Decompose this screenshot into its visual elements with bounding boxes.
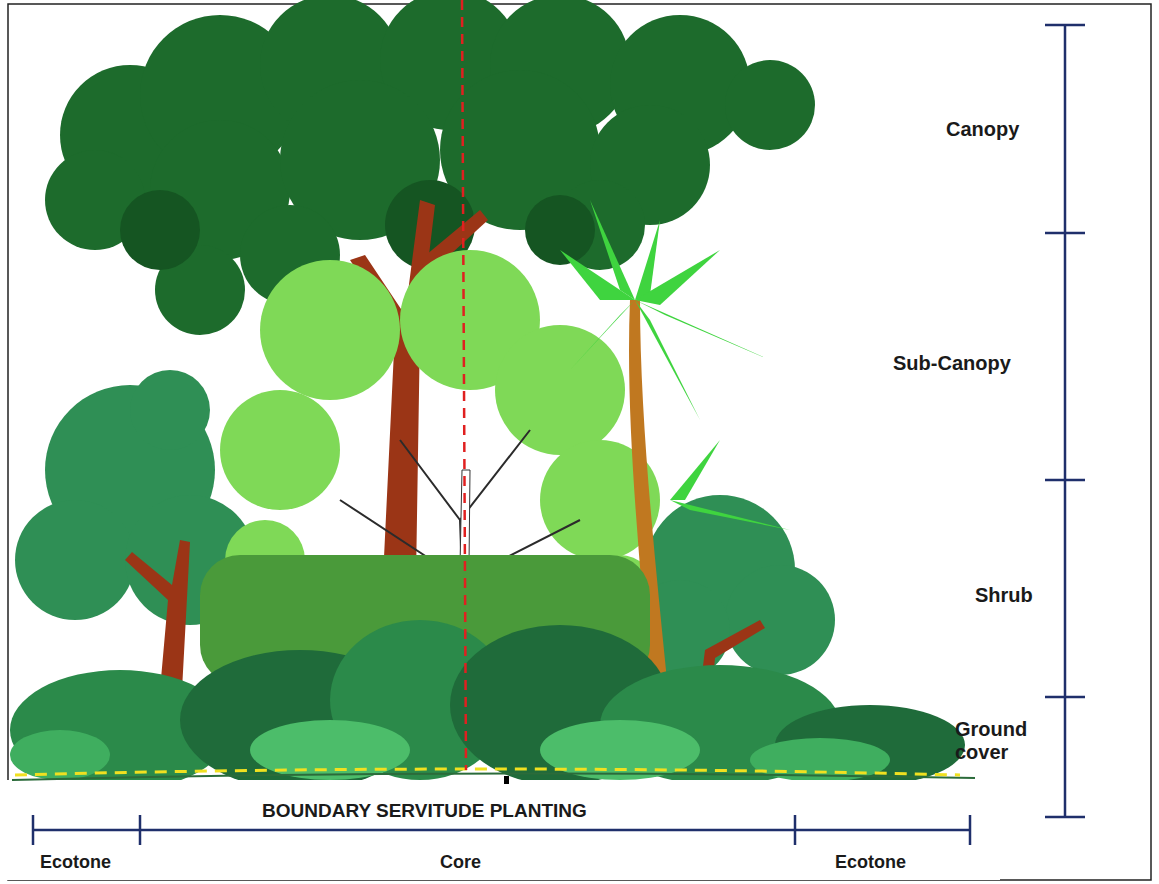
tick bbox=[32, 815, 35, 845]
frond bbox=[670, 500, 790, 530]
leaf-mass bbox=[495, 325, 625, 455]
trunk bbox=[125, 540, 190, 690]
layer-label: Ground cover bbox=[955, 718, 1035, 764]
leaf-mass bbox=[130, 370, 210, 450]
zone-label: Core bbox=[440, 852, 481, 873]
frond bbox=[570, 300, 635, 370]
ground-mask bbox=[0, 780, 1000, 880]
leaf-mass bbox=[260, 260, 400, 400]
layer-label: Canopy bbox=[946, 118, 1019, 141]
frond bbox=[635, 250, 720, 305]
zone-label: Ecotone bbox=[40, 852, 111, 873]
frond bbox=[635, 300, 700, 420]
layer-scale bbox=[1045, 25, 1085, 817]
zone-label: Ecotone bbox=[835, 852, 906, 873]
scale-bar bbox=[33, 829, 970, 832]
frond bbox=[590, 200, 635, 300]
leaf-mass bbox=[725, 565, 835, 675]
tick bbox=[1045, 816, 1085, 819]
marker bbox=[504, 776, 509, 784]
frond bbox=[635, 300, 770, 360]
ground-cover bbox=[10, 620, 965, 790]
leaf-mass bbox=[120, 190, 200, 270]
boundary-line bbox=[15, 769, 960, 775]
tick bbox=[969, 815, 972, 845]
tick bbox=[1045, 479, 1085, 482]
tick bbox=[1045, 696, 1085, 699]
tick bbox=[139, 815, 142, 845]
canopy-shadow bbox=[120, 180, 595, 270]
leaf-mass bbox=[15, 500, 135, 620]
frond bbox=[670, 440, 720, 500]
tick bbox=[794, 815, 797, 845]
leaf-mass bbox=[525, 195, 595, 265]
palm-fronds bbox=[560, 200, 790, 530]
leaf-mass bbox=[725, 60, 815, 150]
mound bbox=[250, 720, 410, 780]
layer-label: Shrub bbox=[975, 584, 1033, 607]
tick bbox=[1045, 24, 1085, 27]
layer-label: Sub-Canopy bbox=[893, 352, 1011, 375]
section-title: BOUNDARY SERVITUDE PLANTING bbox=[262, 800, 587, 822]
ground-line bbox=[12, 773, 975, 780]
tick bbox=[1045, 232, 1085, 235]
leaf-mass bbox=[220, 390, 340, 510]
centre-line bbox=[462, 0, 466, 770]
frame bbox=[8, 4, 1151, 880]
